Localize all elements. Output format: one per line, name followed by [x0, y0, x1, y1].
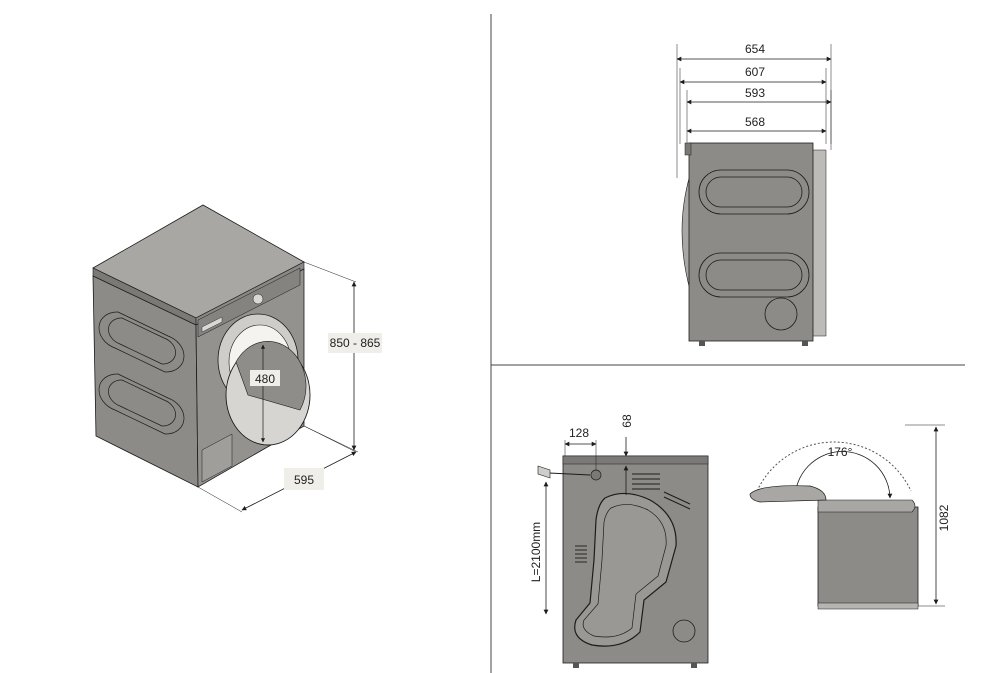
dim-607: 607	[745, 65, 765, 79]
isometric-view: 480 850 - 865 595	[92, 204, 382, 513]
plug-icon	[537, 465, 551, 479]
door-angle-label: 176°	[828, 445, 853, 459]
door-diameter-label: 480	[255, 372, 275, 386]
dim-68: 68	[620, 414, 634, 428]
door-open-view: 176° 1082	[749, 424, 951, 610]
door-open-flat	[749, 485, 827, 503]
height-label: 850 - 865	[330, 336, 381, 350]
front-view: 654 607 593 568	[676, 42, 832, 346]
dim-568: 568	[745, 115, 765, 129]
dim-593: 593	[745, 86, 765, 100]
total-height-label: 1082	[937, 504, 951, 531]
cable-length-label: L=2100mm	[529, 522, 543, 582]
water-outlet-icon	[590, 469, 602, 481]
program-knob-icon	[252, 293, 264, 305]
panel-dividers	[490, 14, 965, 673]
rear-view: 128 68 L=2100mm	[529, 414, 709, 668]
width-label: 595	[294, 473, 314, 487]
dim-128: 128	[569, 426, 589, 440]
dim-654: 654	[745, 42, 765, 56]
